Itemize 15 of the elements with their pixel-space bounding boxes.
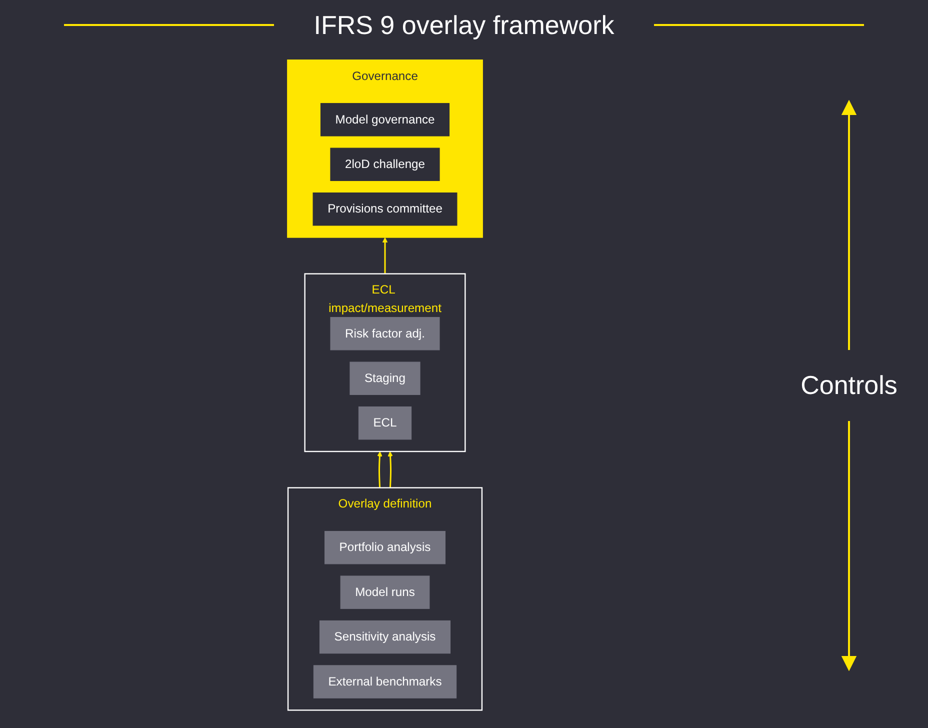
node-box: Model governance: [320, 103, 450, 136]
node-box: Staging: [350, 362, 420, 395]
node-box: External benchmarks: [313, 665, 457, 698]
node-box: Provisions committee: [312, 192, 458, 226]
node-box: Risk factor adj.: [330, 317, 440, 350]
node-box: 2loD challenge: [330, 148, 440, 182]
node-box: ECL: [358, 406, 412, 440]
arrow: [377, 451, 382, 488]
arrow: [382, 237, 388, 274]
side-label: Controls: [800, 370, 898, 400]
node-box: Portfolio analysis: [324, 530, 446, 564]
node-box: Model runs: [340, 576, 430, 609]
arrow: [388, 451, 393, 488]
diagram-title: IFRS 9 overlay framework: [314, 10, 614, 40]
node-box: Sensitivity analysis: [319, 620, 451, 654]
